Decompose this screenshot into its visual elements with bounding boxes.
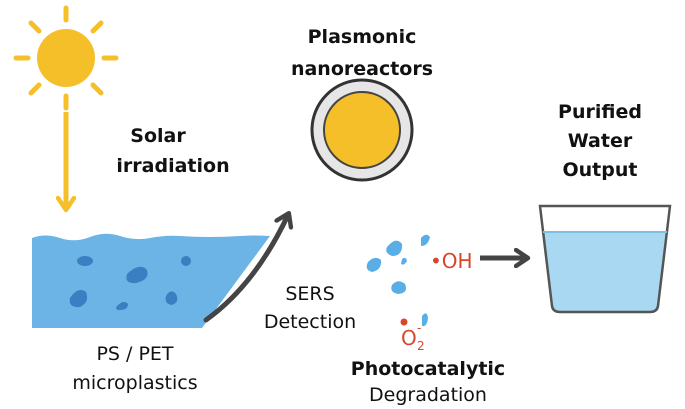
solar-label-2: irradiation	[116, 155, 229, 177]
degraded-fragments	[366, 234, 430, 327]
plastics-label-2: microplastics	[72, 372, 197, 394]
purified-label-2: Water	[568, 130, 633, 152]
sers-detection-arrow	[203, 215, 288, 323]
degradation-label-2: Degradation	[369, 384, 487, 406]
plastics-label-1: PS / PET	[96, 343, 173, 365]
purified-water-cup-icon	[538, 204, 672, 314]
superoxide-label: O	[401, 326, 417, 350]
plasmonic-label-1: Plasmonic	[308, 26, 417, 48]
plasmonic-label-2: nanoreactors	[291, 58, 433, 80]
water-body	[32, 233, 270, 328]
hydroxyl-radical-label: •OH	[430, 249, 473, 273]
plasmonic-nanoreactor-icon	[310, 78, 414, 182]
superoxide-subscript: 2	[417, 339, 425, 353]
purified-label-3: Output	[563, 159, 638, 181]
solar-label-1: Solar	[130, 125, 186, 147]
sun-icon	[13, 5, 119, 111]
purified-label-1: Purified	[558, 101, 642, 123]
sers-label-1: SERS	[285, 283, 334, 305]
sers-label-2: Detection	[264, 311, 356, 333]
microplastic-particles	[69, 256, 191, 310]
superoxide-superscript: -	[417, 321, 421, 335]
degradation-label-1: Photocatalytic	[351, 358, 505, 380]
superoxide-dot	[400, 318, 408, 326]
